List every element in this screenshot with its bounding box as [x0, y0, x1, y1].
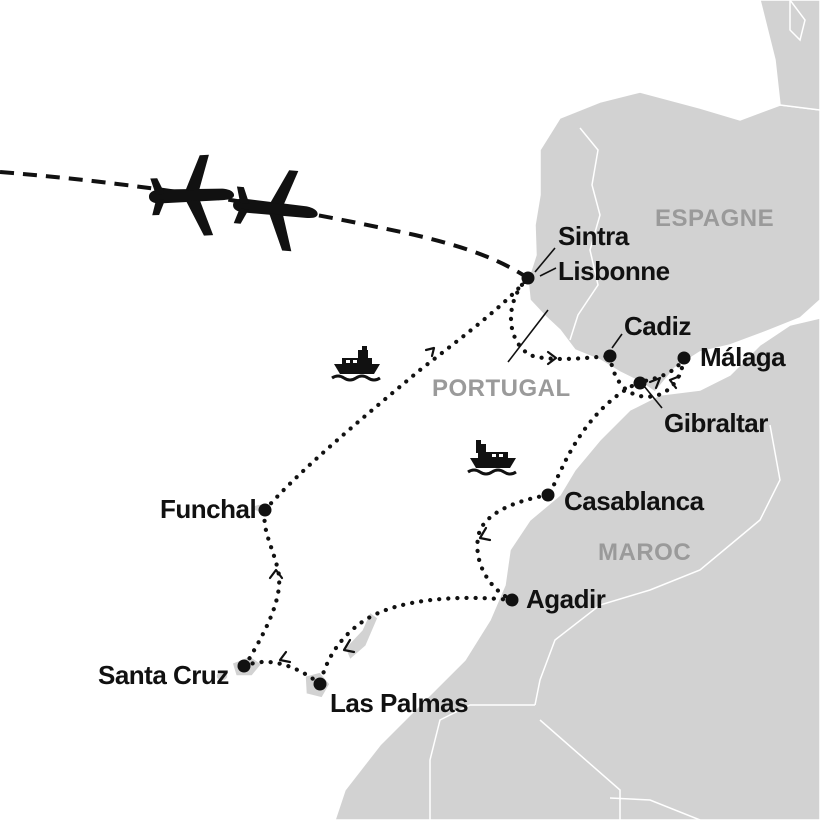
city-marker-funchal — [258, 503, 272, 517]
city-label-las-palmas: Las Palmas — [330, 688, 468, 718]
airplane-icon — [148, 154, 235, 236]
city-label-santa-cruz: Santa Cruz — [98, 660, 229, 690]
city-marker-cadiz — [603, 349, 617, 363]
route-santacruz-funchal — [242, 507, 282, 669]
arrow-icon — [278, 650, 292, 664]
route-gibraltar-casablanca — [545, 379, 643, 498]
country-label-spain: ESPAGNE — [655, 205, 774, 232]
leader-lines — [507, 247, 663, 409]
country-label-morocco: MAROC — [598, 539, 691, 566]
city-label-lisbon: Lisbonne — [558, 256, 670, 286]
island-east — [789, 0, 806, 42]
city-marker-casablanca — [541, 488, 555, 502]
city-label-gibraltar: Gibraltar — [664, 408, 768, 438]
arrow-icon — [668, 374, 682, 390]
western-sahara-border — [429, 704, 535, 820]
direction-arrows — [268, 346, 682, 664]
ship-icon — [331, 346, 381, 382]
city-markers — [237, 271, 691, 691]
city-marker-gibraltar — [633, 376, 647, 390]
city-label-sintra: Sintra — [558, 221, 630, 251]
route-agadir-laspalmas — [317, 595, 515, 687]
route-lisbon-cadiz — [508, 275, 613, 362]
route-cadiz-malaga — [607, 353, 687, 399]
gomera-island — [215, 670, 229, 682]
africa-landmass — [334, 317, 820, 820]
arrow-icon — [268, 568, 284, 580]
city-label-malaga: Málaga — [700, 342, 786, 372]
iberia-landmass — [527, 91, 820, 393]
city-label-cadiz: Cadiz — [624, 311, 691, 341]
city-marker-lisbon — [521, 271, 535, 285]
city-marker-agadir — [505, 593, 519, 607]
city-label-casablanca: Casablanca — [564, 486, 705, 516]
route-laspalmas-santacruz — [242, 659, 323, 687]
arrow-icon — [546, 350, 558, 366]
portugal-spain-border — [569, 127, 601, 341]
airplane-icon — [233, 170, 318, 252]
arrow-icon — [342, 638, 356, 654]
leader-lisbon — [539, 267, 557, 277]
city-label-funchal: Funchal — [160, 494, 256, 524]
country-label-portugal: PORTUGAL — [432, 375, 571, 402]
route-casablanca-agadir — [475, 492, 551, 603]
morocco-algeria-border — [534, 424, 781, 706]
city-marker-las-palmas — [313, 677, 327, 691]
ship-icon — [467, 440, 517, 476]
city-label-agadir: Agadir — [526, 584, 606, 614]
france-landmass — [759, 0, 820, 111]
leader-portugal — [507, 309, 549, 363]
arrow-icon — [648, 376, 662, 390]
leader-gibraltar — [643, 385, 663, 409]
city-marker-santa-cruz — [237, 659, 251, 673]
leader-sintra — [534, 247, 556, 273]
city-marker-malaga — [677, 351, 691, 365]
route-funchal-lisbon — [262, 275, 531, 513]
arrow-icon — [424, 346, 436, 358]
borders — [429, 127, 781, 820]
leader-cadiz — [611, 333, 623, 349]
algeria-south-border — [609, 797, 701, 820]
fuerteventura-island — [344, 610, 379, 662]
mauritania-border — [539, 719, 621, 820]
flight-path — [0, 170, 530, 280]
arrow-icon — [478, 526, 492, 542]
